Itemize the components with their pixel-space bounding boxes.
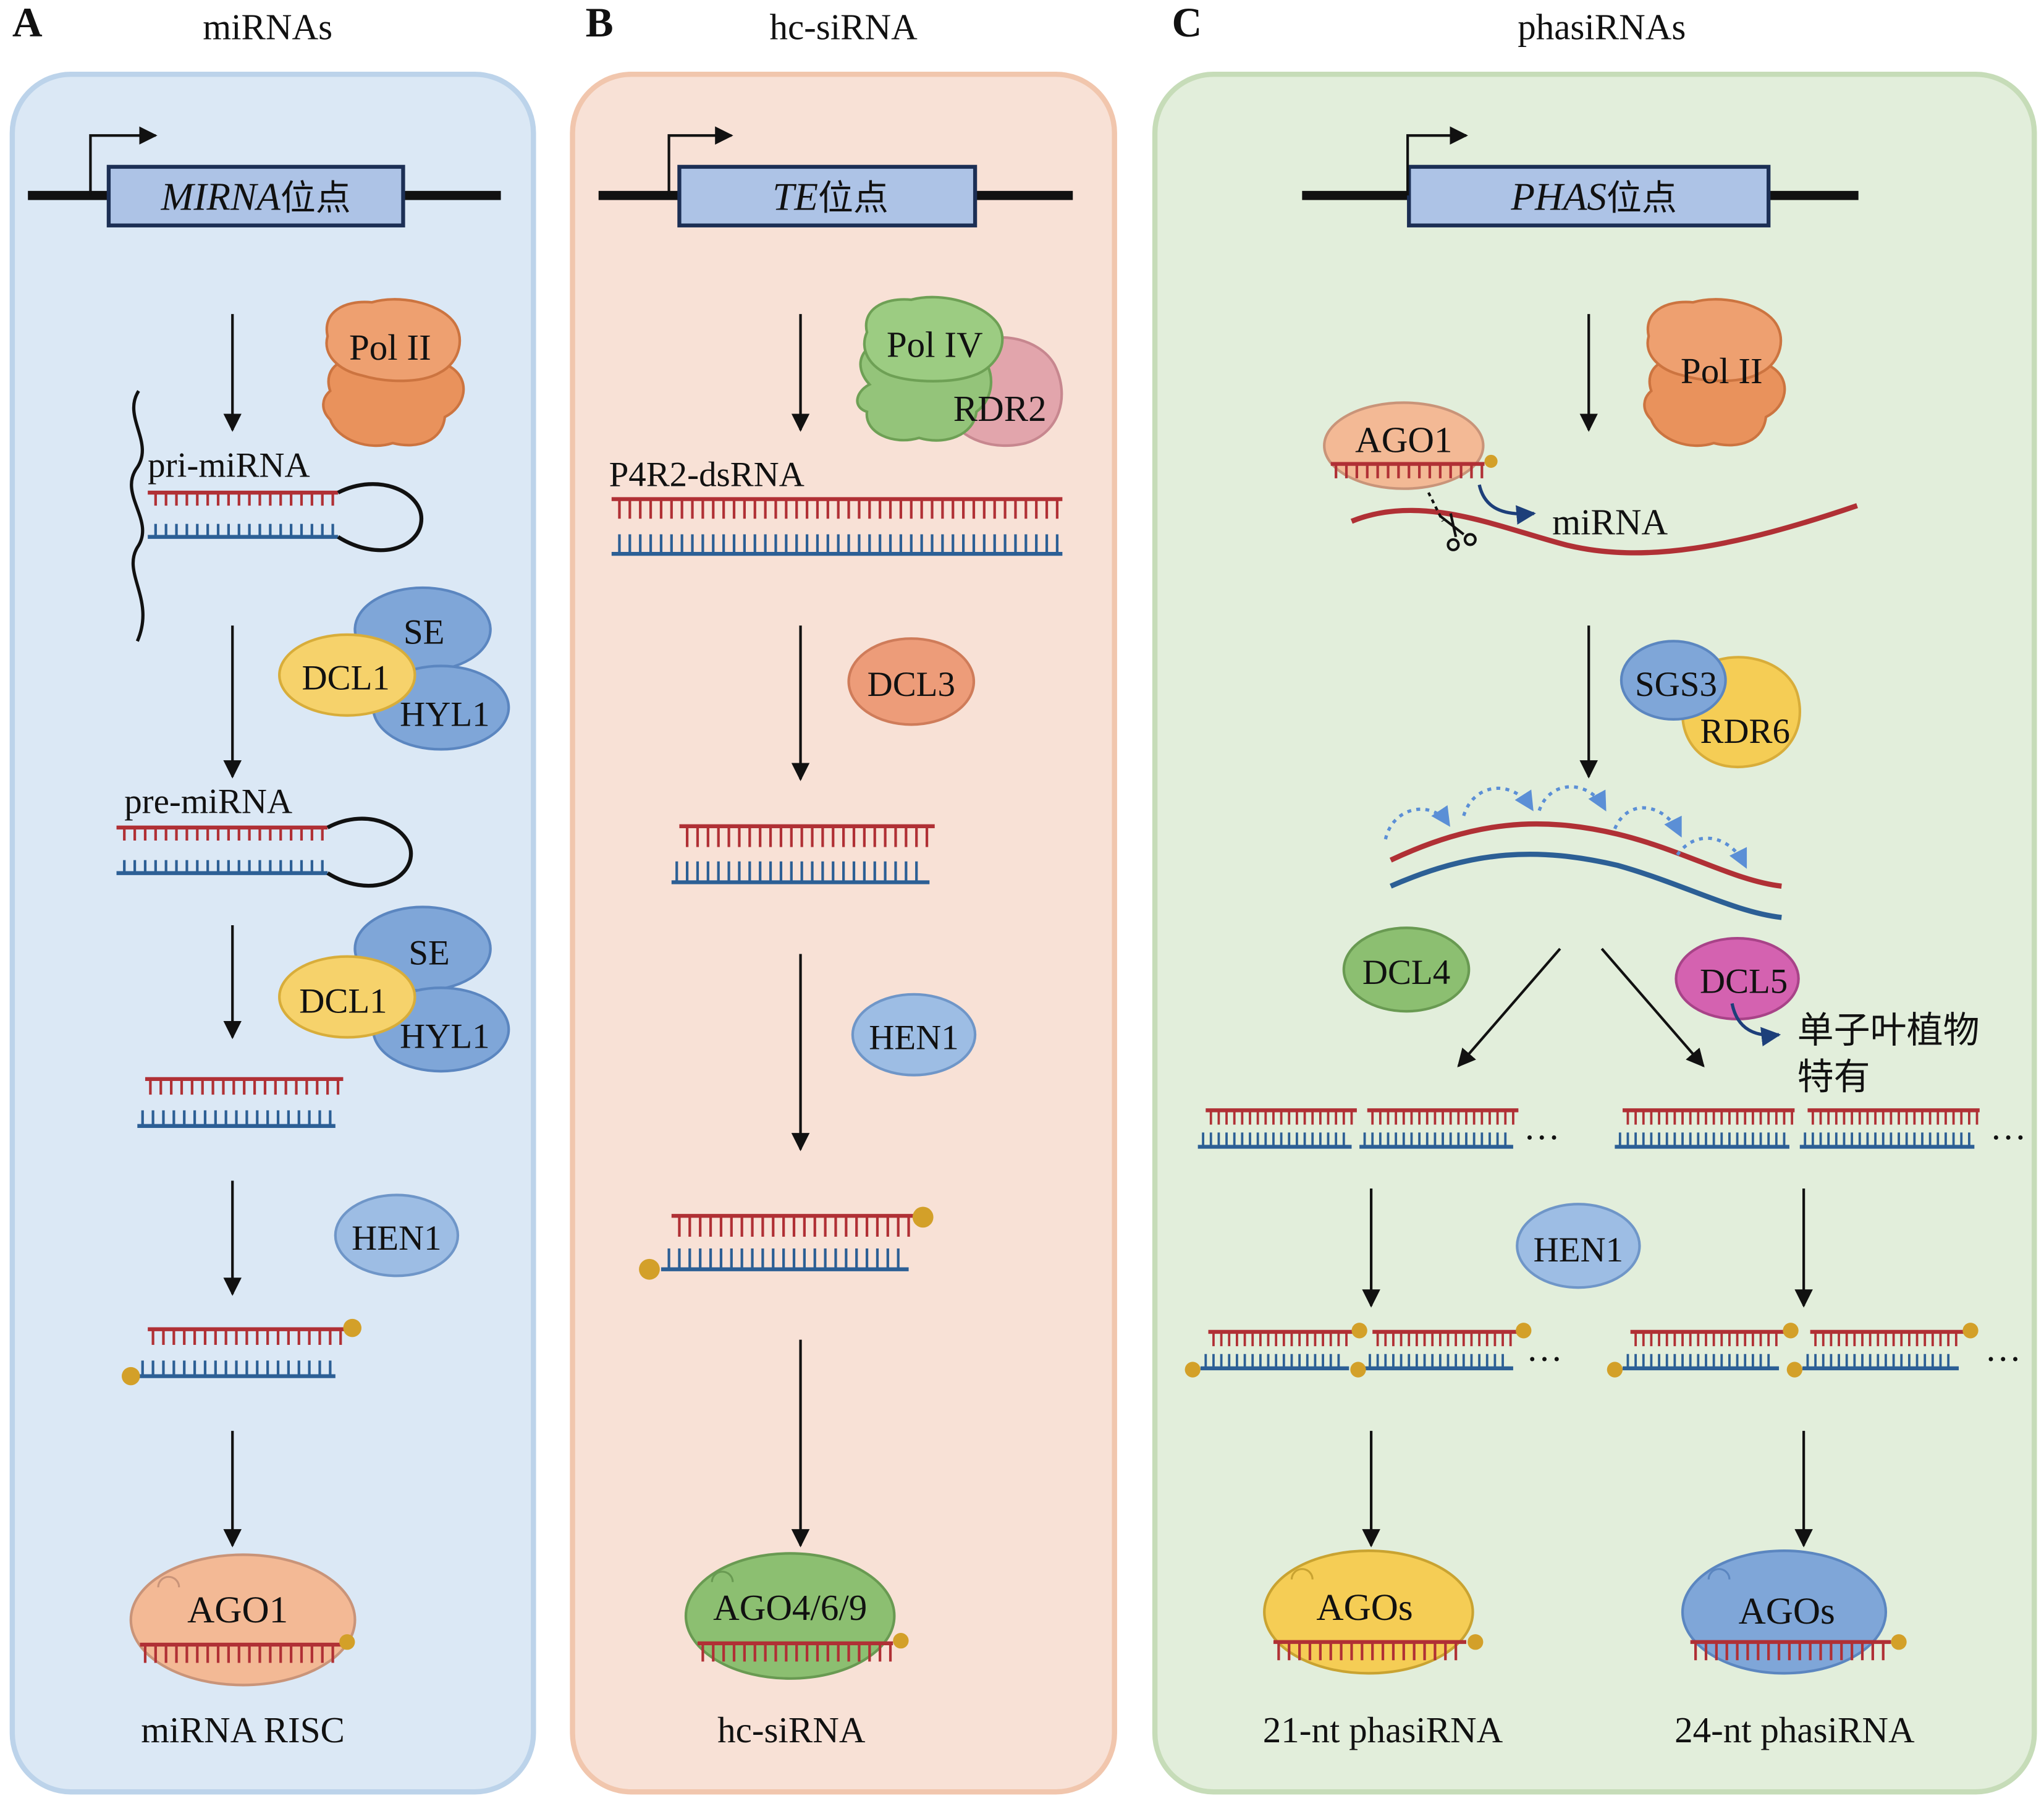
svg-text:DCL1: DCL1 xyxy=(302,658,390,697)
svg-text:HEN1: HEN1 xyxy=(1534,1231,1623,1269)
panel-a-locus-name: MIRNA xyxy=(161,175,281,218)
svg-text:SGS3: SGS3 xyxy=(1635,665,1717,704)
panel-b-title: hc-siRNA xyxy=(769,6,918,47)
svg-text:HEN1: HEN1 xyxy=(352,1219,441,1258)
monocot-specific-line2: 特有 xyxy=(1797,1056,1870,1098)
panel-c-ago-21nt: AGOs xyxy=(1263,1549,1484,1675)
panel-b-background xyxy=(570,71,1117,1795)
panel-a-hen1: HEN1 xyxy=(334,1193,460,1278)
panel-c-result-21nt: 21-nt phasiRNA xyxy=(1263,1710,1503,1750)
svg-text:HYL1: HYL1 xyxy=(400,695,489,734)
svg-text:P4R2-dsRNA: P4R2-dsRNA xyxy=(609,455,805,494)
panel-c-locus-name: PHAS xyxy=(1510,175,1607,218)
panel-a-mirna-duplex xyxy=(137,1077,344,1128)
panel-c-21nt-duplexes: … xyxy=(1197,1106,1560,1149)
panel-b-ago-complex: AGO4/6/9 xyxy=(684,1552,909,1680)
svg-text:MIRNA位点: MIRNA位点 xyxy=(161,175,351,218)
panel-c-sgs3-rdr6: SGS3 RDR6 xyxy=(1620,640,1801,769)
svg-text:Pol IV: Pol IV xyxy=(887,324,983,365)
panel-c-letter: C xyxy=(1172,0,1202,46)
panel-c-21nt-methylated: … xyxy=(1185,1323,1563,1378)
panel-c-ago-24nt: AGOs xyxy=(1681,1549,1907,1675)
svg-text:AGO1: AGO1 xyxy=(187,1590,288,1631)
panel-b-letter: B xyxy=(586,0,614,46)
svg-text:pri-miRNA: pri-miRNA xyxy=(148,446,310,485)
svg-text:AGO1: AGO1 xyxy=(1355,420,1452,460)
svg-text:PHAS位点: PHAS位点 xyxy=(1510,175,1676,218)
svg-text:…: … xyxy=(1985,1328,2021,1368)
svg-text:AGO4/6/9: AGO4/6/9 xyxy=(713,1587,867,1628)
panel-a-locus-suffix: 位点 xyxy=(281,177,351,218)
panel-c-pol-ii: Pol II xyxy=(1643,298,1786,447)
panel-b-locus: TE位点 xyxy=(598,126,1073,227)
panel-b-p4r2-dsrna: P4R2-dsRNA xyxy=(609,455,1063,556)
svg-text:DCL4: DCL4 xyxy=(1362,953,1450,992)
panel-c-locus-suffix: 位点 xyxy=(1607,177,1677,218)
panel-a-ago1-complex: AGO1 xyxy=(129,1553,357,1687)
panel-c-24nt-methylated: … xyxy=(1607,1323,2021,1378)
svg-text:SE: SE xyxy=(408,933,449,972)
panel-a-locus: MIRNA位点 xyxy=(28,126,501,227)
panel-c-hen1: HEN1 xyxy=(1516,1203,1641,1289)
monocot-specific-line1: 单子叶植物 xyxy=(1797,1009,1980,1051)
panel-b-methylated-duplex xyxy=(639,1206,934,1280)
svg-text:DCL5: DCL5 xyxy=(1700,962,1788,1001)
panel-a-title: miRNAs xyxy=(203,6,332,47)
panel-a-pri-mirna: pri-miRNA xyxy=(130,390,424,642)
svg-text:…: … xyxy=(1990,1106,2027,1147)
panel-b-pol-iv-rdr2: Pol IV RDR2 xyxy=(856,295,1063,447)
panel-b-result: hc-siRNA xyxy=(717,1710,866,1750)
panel-a-pre-mirna: pre-miRNA xyxy=(116,782,413,888)
svg-text:RDR2: RDR2 xyxy=(953,388,1047,429)
panel-c-title: phasiRNAs xyxy=(1518,6,1686,47)
panel-b-locus-suffix: 位点 xyxy=(818,177,889,218)
panel-a-dicing-complex-1: SE HYL1 DCL1 xyxy=(278,586,510,751)
panel-b-hen1: HEN1 xyxy=(851,993,977,1077)
panel-b-sirna-duplex xyxy=(671,824,935,884)
panel-c-dsrna-synthesis xyxy=(1383,785,1782,920)
svg-text:DCL1: DCL1 xyxy=(299,981,387,1020)
panel-c-ago1-cleavage: AGO1 miRNA xyxy=(1323,401,1858,556)
panel-c-result-24nt: 24-nt phasiRNA xyxy=(1674,1710,1915,1750)
svg-text:…: … xyxy=(1526,1328,1563,1368)
panel-c-dcl5: DCL5 xyxy=(1674,937,1800,1047)
panel-c-background xyxy=(1152,71,2037,1795)
svg-text:DCL3: DCL3 xyxy=(868,665,955,704)
svg-text:pre-miRNA: pre-miRNA xyxy=(124,782,292,821)
panel-c-dcl4: DCL4 xyxy=(1342,926,1471,1013)
svg-text:TE位点: TE位点 xyxy=(772,175,889,218)
svg-text:SE: SE xyxy=(403,613,444,652)
svg-text:Pol II: Pol II xyxy=(1681,350,1763,391)
panel-c-arrow-left xyxy=(1457,947,1561,1068)
svg-text:Pol II: Pol II xyxy=(349,327,431,368)
panel-a-pol-ii: Pol II xyxy=(322,298,465,447)
svg-text:HYL1: HYL1 xyxy=(400,1017,489,1056)
panel-a-methylated-duplex xyxy=(122,1318,361,1386)
panel-b-locus-name: TE xyxy=(772,175,818,218)
panel-a-result: miRNA RISC xyxy=(141,1710,345,1750)
svg-text:miRNA: miRNA xyxy=(1552,502,1668,543)
svg-text:HEN1: HEN1 xyxy=(869,1018,958,1057)
svg-text:AGOs: AGOs xyxy=(1316,1587,1413,1629)
svg-text:AGOs: AGOs xyxy=(1739,1591,1835,1632)
panel-b-dcl3: DCL3 xyxy=(847,637,976,726)
panel-c-locus: PHAS位点 xyxy=(1302,126,1859,227)
svg-text:RDR6: RDR6 xyxy=(1700,712,1790,751)
svg-text:…: … xyxy=(1524,1106,1560,1147)
panel-a-dicing-complex-2: SE HYL1 DCL1 xyxy=(278,905,510,1073)
panel-c-24nt-duplexes: … xyxy=(1615,1106,2027,1149)
panel-c-arrow-right xyxy=(1600,947,1705,1068)
panel-a-letter: A xyxy=(12,0,43,46)
